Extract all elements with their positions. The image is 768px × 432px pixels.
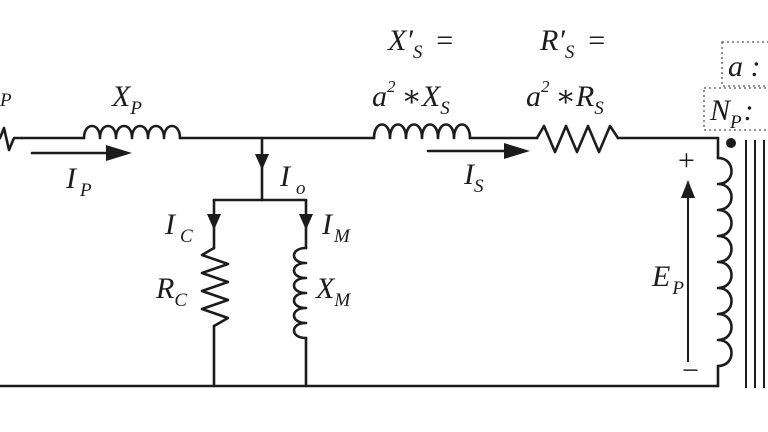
primary-winding-coil: [716, 156, 733, 368]
secondary-resistor-rs: [535, 124, 620, 154]
secondary-inductor-xs: [372, 123, 472, 140]
xs-prime-label: X′S=: [387, 24, 455, 63]
plus-sign: +: [678, 144, 695, 177]
xm-label: XM: [315, 272, 351, 311]
np-label: NP:: [709, 94, 754, 133]
primary-resistor-fragment: [0, 126, 24, 152]
io-arrow-head: [255, 154, 269, 170]
ip-arrow-head: [106, 145, 132, 161]
is-label: IS: [463, 158, 484, 197]
primary-inductor-xp: [82, 124, 182, 140]
is-arrow-head: [504, 143, 530, 159]
turns-ratio-label: a :: [728, 50, 761, 83]
rc-label: RC: [155, 272, 187, 311]
polarity-dot: [726, 138, 736, 148]
ep-arrow-head: [681, 180, 695, 198]
minus-sign: −: [682, 354, 699, 387]
rs-formula-label: a2∗RS: [526, 77, 604, 119]
magnetizing-inductor-xm: [292, 246, 308, 340]
ratio-box: [721, 41, 768, 87]
turns-box: [703, 87, 768, 131]
im-arrow-head: [299, 214, 313, 230]
core-loss-resistor-rc: [200, 246, 230, 328]
rs-prime-label: R′S=: [539, 24, 607, 63]
xs-formula-label: a2∗XS: [372, 77, 450, 119]
primary-resistor-fragment-label: P: [0, 90, 12, 111]
ic-arrow-head: [207, 214, 221, 230]
xp-label: XP: [111, 80, 142, 119]
